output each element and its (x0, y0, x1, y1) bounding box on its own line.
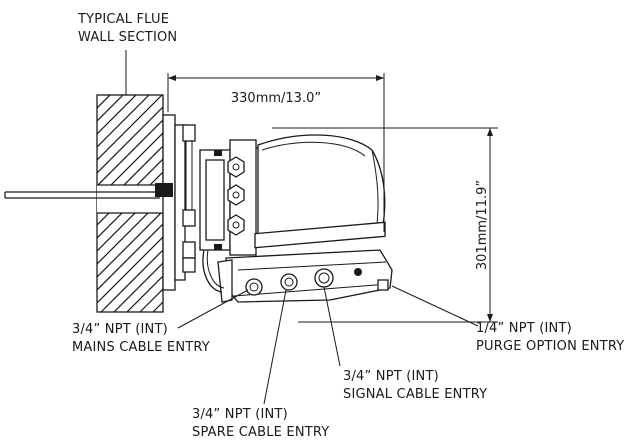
adapter-block (199, 139, 262, 256)
hatch-line (97, 95, 98, 96)
hatch-line (97, 223, 163, 291)
hatch-line (97, 210, 163, 278)
spare-entry-circle (280, 273, 298, 291)
callout-leaders (177, 285, 479, 405)
mounting-flange (155, 114, 196, 291)
spare-label-line1: 3/4” NPT (INT) (192, 407, 288, 422)
hatch-line (97, 95, 124, 122)
hatch-line (0, 82, 97, 312)
purge-label-line1: 1/4” NPT (INT) (476, 321, 572, 336)
signal-leader (323, 286, 341, 367)
spare-leader (263, 289, 287, 405)
hatch-line (97, 95, 163, 161)
mains-leader (177, 289, 249, 329)
signal-label-line1: 3/4” NPT (INT) (343, 369, 439, 384)
wall-label-line1: TYPICAL FLUE (77, 12, 169, 27)
mains-label-line2: MAINS CABLE ENTRY (72, 340, 210, 355)
signal-entry-circle (314, 268, 334, 288)
analyzer-housing (254, 134, 386, 249)
mains-label-line1: 3/4” NPT (INT) (72, 322, 168, 337)
hatch-line (97, 106, 163, 174)
purge-label-line2: PURGE OPTION ENTRY (476, 339, 624, 354)
signal-label-line2: SIGNAL CABLE ENTRY (343, 387, 487, 402)
hatch-line (97, 95, 150, 148)
wall-label-line2: WALL SECTION (78, 30, 177, 45)
junction-box (202, 249, 393, 303)
hatch-line (97, 236, 163, 304)
purge-leader (391, 285, 479, 327)
width-dimension-text: 330mm/13.0” (231, 91, 321, 106)
probe-tube (4, 191, 160, 199)
hatch-line (100, 249, 163, 312)
flue-wall-section (0, 82, 164, 313)
purge-entry-circle (354, 268, 362, 276)
hatch-line (97, 95, 137, 135)
hatch-line (113, 262, 163, 312)
width-dimension: 330mm/13.0” (167, 73, 385, 232)
spare-label-line2: SPARE CABLE ENTRY (192, 425, 329, 440)
height-dimension-text: 301mm/11.9” (475, 180, 490, 270)
mains-entry-circle (245, 278, 263, 296)
